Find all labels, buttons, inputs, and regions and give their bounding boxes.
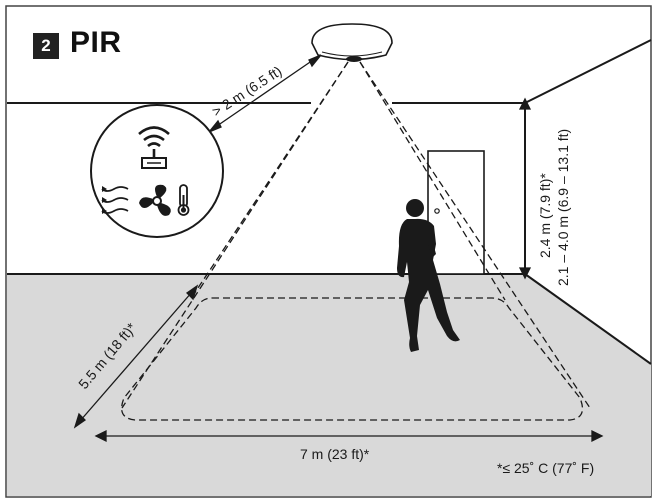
ceiling-sensor-icon (311, 23, 393, 62)
floor-side-edge (524, 273, 652, 365)
ceiling-distance-arrow (208, 54, 322, 133)
mount-range-label: 2.1 – 4.0 m (6.9 – 13.1 ft) (555, 129, 571, 286)
footnote: *≤ 25˚ C (77˚ F) (497, 460, 594, 476)
controls-circle (90, 104, 224, 238)
detection-cone (121, 61, 591, 421)
detection-area (121, 297, 584, 421)
thermometer-icon (177, 184, 190, 216)
step-number-badge: 2 (33, 33, 59, 59)
width-label: 7 m (23 ft)* (300, 446, 370, 462)
page-title: PIR (70, 26, 122, 59)
ceiling-side-edge (524, 39, 652, 104)
depth-arrow (73, 284, 199, 429)
height-arrow (518, 97, 532, 280)
fan-icon (139, 184, 171, 216)
width-arrow (94, 429, 604, 443)
door-icon (427, 150, 485, 275)
mount-height-label: 2.4 m (7.9 ft)* (537, 173, 553, 258)
air-flow-icon (101, 186, 129, 214)
walking-person-icon (397, 199, 460, 352)
floor (7, 274, 651, 496)
wifi-router-icon (138, 126, 170, 169)
